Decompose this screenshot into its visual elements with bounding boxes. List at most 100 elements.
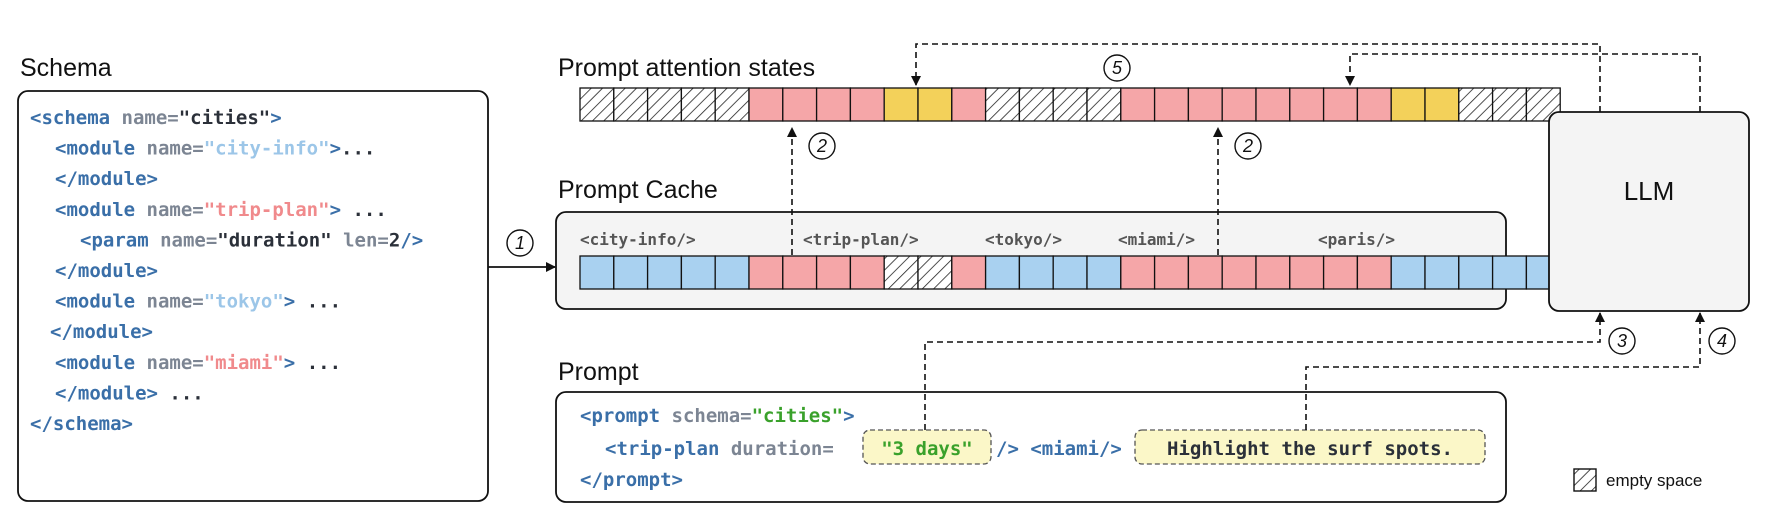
- code-token: >: [270, 107, 281, 129]
- prompt-box: [555, 391, 1507, 503]
- attention-cell-empty: [1458, 87, 1494, 122]
- code-token: schema=: [672, 405, 752, 427]
- cache-cell-blue: [1018, 255, 1054, 290]
- attention-cell-empty: [579, 87, 615, 122]
- step4-circle: [1708, 327, 1736, 355]
- schema-line: <module name="city-info">...: [55, 138, 375, 160]
- cache-cell-red: [1255, 255, 1291, 290]
- attention-cell-red: [1322, 87, 1359, 122]
- schema-line: <schema name="cities">: [30, 107, 282, 129]
- code-token: "city-info": [204, 138, 330, 160]
- step2-number-left: 2: [816, 136, 827, 156]
- attention-cell-red: [782, 87, 818, 122]
- code-token: duration=: [731, 438, 834, 460]
- legend-label: empty space: [1606, 471, 1702, 490]
- duration-value-box: [862, 429, 992, 465]
- schema-title: Schema: [20, 54, 112, 82]
- step3-number: 3: [1617, 331, 1627, 351]
- attention-cell-empty: [1052, 87, 1088, 122]
- code-token: <module: [55, 199, 147, 221]
- code-token: "cities": [752, 405, 844, 427]
- code-token: >: [843, 405, 854, 427]
- code-token: ...: [158, 382, 204, 404]
- cache-cell-blue: [1052, 255, 1088, 290]
- user-text-box: [1134, 429, 1486, 465]
- cache-label-paris: <paris/>: [1318, 230, 1395, 249]
- cache-cell-red: [748, 255, 784, 290]
- attention-cell-red: [1153, 87, 1190, 122]
- attention-cell-empty: [984, 87, 1021, 122]
- attention-cell-empty: [680, 87, 716, 122]
- code-token: name=: [147, 138, 204, 160]
- schema-line: <module name="trip-plan"> ...: [55, 199, 387, 221]
- code-token: "trip-plan": [204, 199, 330, 221]
- code-token: <module: [55, 352, 147, 374]
- code-token: <param: [80, 229, 160, 251]
- attention-cell-yellow: [917, 87, 953, 122]
- code-token: />: [400, 229, 423, 251]
- code-token: ...: [295, 291, 341, 313]
- step1-number: 1: [515, 233, 525, 253]
- code-token: </module>: [55, 168, 158, 190]
- code-token: <miami/>: [1030, 438, 1122, 460]
- llm-label: LLM: [1624, 176, 1675, 206]
- cache-cell-blue: [1458, 255, 1494, 290]
- legend-hatch-swatch: [1573, 468, 1597, 492]
- schema-code: <schema name="cities"><module name="city…: [30, 107, 423, 435]
- cache-cell-red: [849, 255, 885, 290]
- cache-cell-red: [1153, 255, 1190, 290]
- cache-label-trip-plan: <trip-plan/>: [803, 230, 919, 249]
- cache-cell-blue: [1086, 255, 1122, 290]
- attention-title: Prompt attention states: [558, 54, 815, 82]
- cache-cell-red: [1187, 255, 1223, 290]
- cache-cell-blue: [714, 255, 750, 290]
- cache-cell-red: [1221, 255, 1257, 290]
- code-token: </module>: [55, 260, 158, 282]
- cache-cell-red: [1120, 255, 1156, 290]
- attention-cell-red: [1356, 87, 1392, 122]
- code-token: name=: [122, 107, 179, 129]
- schema-line: </schema>: [30, 413, 133, 435]
- step4-arrow: [1305, 312, 1705, 430]
- cache-cell-blue: [613, 255, 649, 290]
- cache-cell-empty: [917, 255, 953, 290]
- step4-number: 4: [1717, 331, 1727, 351]
- step3-circle: [1608, 327, 1636, 355]
- cache-cell-blue: [984, 255, 1021, 290]
- attention-cell-red: [1255, 87, 1291, 122]
- attention-states-bar: [579, 87, 1561, 122]
- code-token: >: [284, 352, 295, 374]
- schema-line: </module>: [50, 321, 153, 343]
- code-token: ...: [341, 199, 387, 221]
- attention-cell-empty: [714, 87, 750, 122]
- code-token: ...: [341, 138, 375, 160]
- cache-cell-red: [951, 255, 987, 290]
- attention-cell-yellow: [883, 87, 919, 122]
- user-text: Highlight the surf spots.: [1167, 438, 1453, 460]
- attention-cell-yellow: [1390, 87, 1426, 122]
- code-token: <module: [55, 291, 147, 313]
- schema-line: <param name="duration" len=2/>: [80, 229, 423, 251]
- duration-value: "3 days": [881, 438, 973, 460]
- code-token: name=: [147, 291, 204, 313]
- schema-line: <module name="tokyo"> ...: [55, 291, 341, 313]
- code-token: >: [330, 138, 341, 160]
- cache-cell-empty: [883, 255, 919, 290]
- code-token: <module: [55, 138, 147, 160]
- prompt-line-2: <trip-plan duration=: [605, 438, 834, 460]
- code-token: [1019, 438, 1030, 460]
- code-token: name=: [147, 199, 204, 221]
- code-token: name=: [147, 352, 204, 374]
- step5-circle: [1103, 54, 1131, 82]
- cache-cell-blue: [1424, 255, 1460, 290]
- code-token: </prompt>: [580, 469, 683, 491]
- attention-cell-empty: [613, 87, 649, 122]
- cache-title: Prompt Cache: [558, 176, 718, 204]
- code-token: </module>: [55, 382, 158, 404]
- cache-cell-blue: [1390, 255, 1426, 290]
- cache-cell-red: [1322, 255, 1359, 290]
- schema-line: </module>: [55, 168, 158, 190]
- step5-arrow-right: [1345, 53, 1701, 112]
- code-token: <prompt: [580, 405, 672, 427]
- attention-cell-empty: [646, 87, 683, 122]
